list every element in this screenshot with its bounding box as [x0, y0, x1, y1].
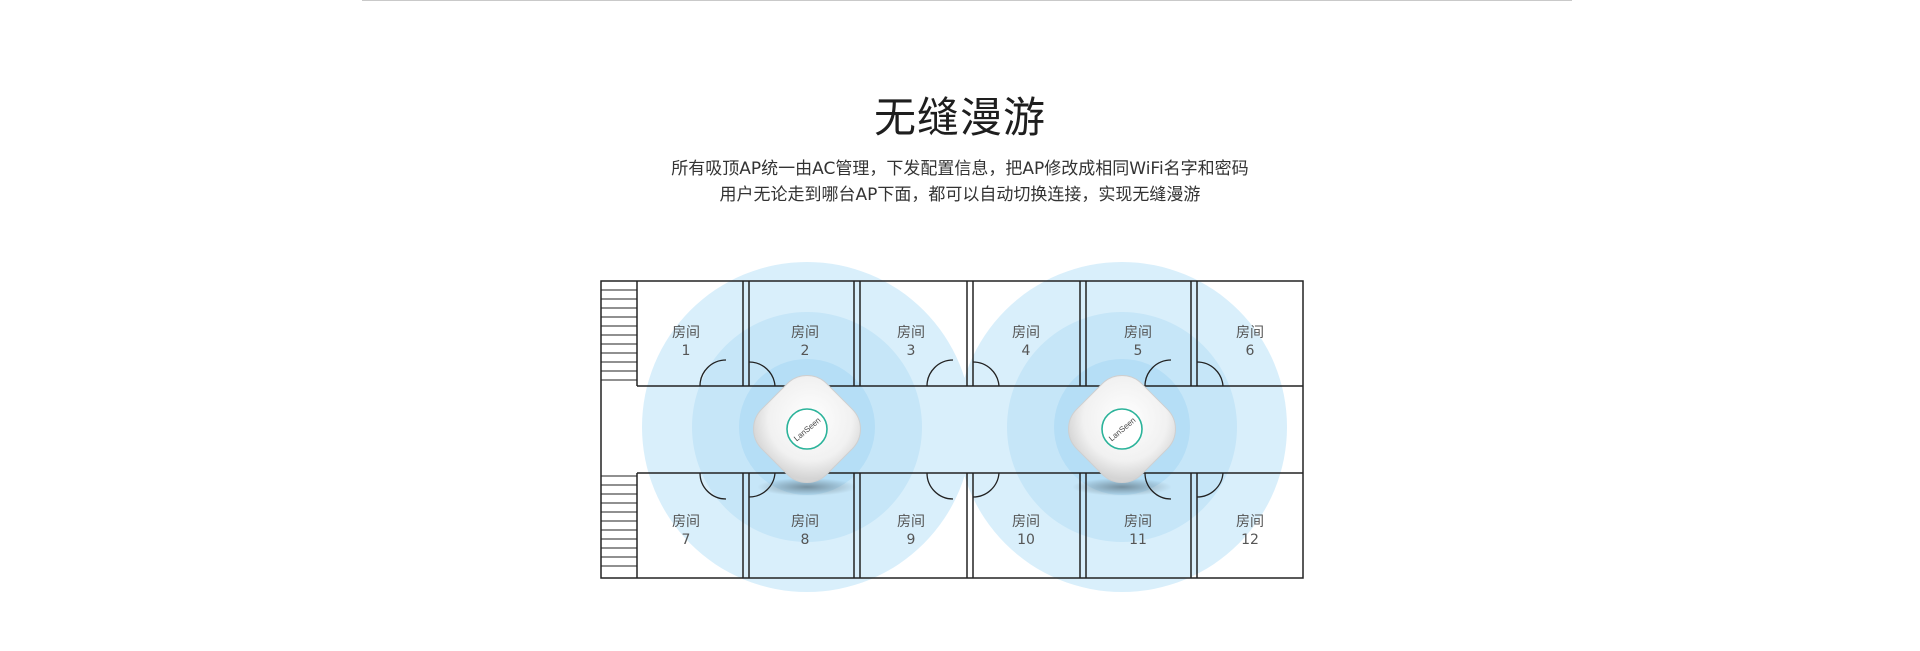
room-label-10: 房间 10: [1012, 514, 1040, 548]
door-room-2: [748, 361, 776, 387]
room-number: 4: [1022, 343, 1031, 359]
room-number: 10: [1017, 532, 1035, 548]
floorplan-walls: [600, 280, 1304, 579]
door-room-9: [926, 472, 954, 500]
room-label-2: 房间 2: [791, 325, 819, 359]
description-line-2: 用户无论走到哪台AP下面，都可以自动切换连接，实现无缝漫游: [719, 185, 1201, 205]
room-number: 8: [801, 532, 810, 548]
room-label-12: 房间 12: [1236, 514, 1264, 548]
room-label-7: 房间 7: [672, 514, 700, 548]
room-label-4: 房间 4: [1012, 325, 1040, 359]
room-name: 房间: [1236, 325, 1264, 341]
room-name: 房间: [1124, 514, 1152, 530]
door-room-6: [1196, 361, 1224, 387]
door-room-1: [699, 359, 727, 387]
room-label-11: 房间 11: [1124, 514, 1152, 548]
access-point-2: LanSeen: [1068, 375, 1176, 496]
page-title: 无缝漫游: [873, 93, 1046, 142]
room-name: 房间: [1012, 514, 1040, 530]
access-point-1: LanSeen: [753, 375, 861, 496]
door-room-4: [972, 361, 1000, 387]
ap-shadow: [1072, 478, 1172, 496]
door-room-10: [972, 472, 1000, 498]
ap-status-ring-icon: [1101, 408, 1143, 450]
room-number: 12: [1241, 532, 1259, 548]
room-name: 房间: [791, 325, 819, 341]
description-line-1: 所有吸顶AP统一由AC管理，下发配置信息，把AP修改成相同WiFi名字和密码: [671, 159, 1249, 179]
room-number: 3: [907, 343, 916, 359]
room-label-6: 房间 6: [1236, 325, 1264, 359]
room-number: 7: [682, 532, 691, 548]
staircase-bottom: [601, 475, 637, 567]
door-room-5: [1144, 359, 1172, 387]
room-name: 房间: [1012, 325, 1040, 341]
room-name: 房间: [791, 514, 819, 530]
top-divider: [362, 0, 1572, 1]
room-number: 2: [801, 343, 810, 359]
ap-status-ring-icon: [786, 408, 828, 450]
room-number: 9: [907, 532, 916, 548]
room-label-1: 房间 1: [672, 325, 700, 359]
room-number: 11: [1129, 532, 1147, 548]
room-number: 5: [1134, 343, 1143, 359]
room-name: 房间: [897, 514, 925, 530]
room-name: 房间: [672, 514, 700, 530]
room-number: 1: [682, 343, 691, 359]
door-room-12: [1196, 472, 1224, 498]
staircase-top: [601, 289, 637, 381]
room-number: 6: [1246, 343, 1255, 359]
room-label-5: 房间 5: [1124, 325, 1152, 359]
door-room-3: [926, 359, 954, 387]
room-label-8: 房间 8: [791, 514, 819, 548]
door-room-7: [699, 472, 727, 500]
ap-shadow: [757, 478, 857, 496]
room-label-3: 房间 3: [897, 325, 925, 359]
room-name: 房间: [1236, 514, 1264, 530]
room-label-9: 房间 9: [897, 514, 925, 548]
room-name: 房间: [1124, 325, 1152, 341]
room-name: 房间: [672, 325, 700, 341]
room-name: 房间: [897, 325, 925, 341]
